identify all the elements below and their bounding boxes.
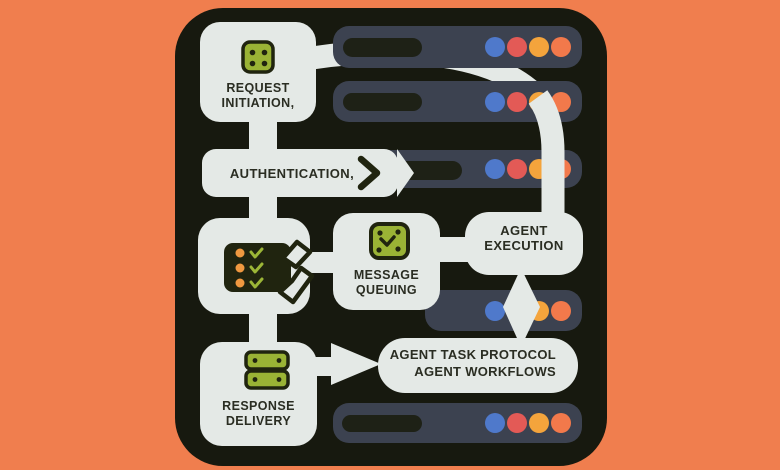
status-led-dots — [485, 300, 571, 321]
node-label-agent-task-protocol: AGENT TASK PROTOCOL AGENT WORKFLOWS — [389, 347, 556, 379]
server-slot — [343, 38, 422, 57]
led-dot — [551, 91, 571, 112]
led-dot — [529, 413, 549, 433]
server-slot — [343, 93, 422, 111]
led-dot — [529, 37, 549, 57]
led-dot — [507, 91, 527, 112]
led-dot — [551, 37, 571, 57]
node-label-agent-execution: AGENT EXECUTION — [484, 223, 564, 253]
server-row — [333, 81, 582, 122]
led-dot — [551, 413, 571, 433]
server-slot — [398, 161, 462, 180]
connector-neck — [313, 357, 337, 376]
server-row — [425, 290, 582, 331]
led-dot — [529, 159, 549, 179]
led-dot — [507, 413, 527, 433]
status-led-dots — [485, 37, 571, 57]
node-checklist — [198, 218, 310, 314]
led-dot — [529, 300, 549, 321]
node-label-request-initiation: REQUEST INITIATION, — [221, 81, 295, 110]
node-response-delivery — [200, 342, 317, 446]
led-dot — [485, 300, 505, 321]
status-led-dots — [485, 413, 571, 433]
led-dot — [485, 37, 505, 57]
led-dot — [551, 159, 571, 179]
node-agent-task-protocol — [378, 338, 578, 393]
server-row — [333, 26, 582, 68]
led-dot — [507, 159, 527, 179]
led-dot — [485, 91, 505, 112]
led-dot — [529, 91, 549, 112]
connector-neck — [436, 237, 470, 262]
node-label-response-delivery: RESPONSE DELIVERY — [222, 399, 295, 428]
node-agent-execution — [465, 212, 583, 275]
node-label-authentication: AUTHENTICATION, — [229, 166, 355, 181]
node-label-message-queuing: MESSAGE QUEUING — [353, 268, 420, 297]
status-led-dots — [485, 159, 571, 179]
led-dot — [507, 300, 527, 321]
server-slot — [342, 415, 422, 432]
led-dot — [485, 413, 505, 433]
led-dot — [551, 300, 571, 321]
status-led-dots — [485, 91, 571, 112]
led-dot — [485, 159, 505, 179]
server-row — [333, 403, 582, 443]
led-dot — [507, 37, 527, 57]
connector-neck — [249, 308, 277, 348]
